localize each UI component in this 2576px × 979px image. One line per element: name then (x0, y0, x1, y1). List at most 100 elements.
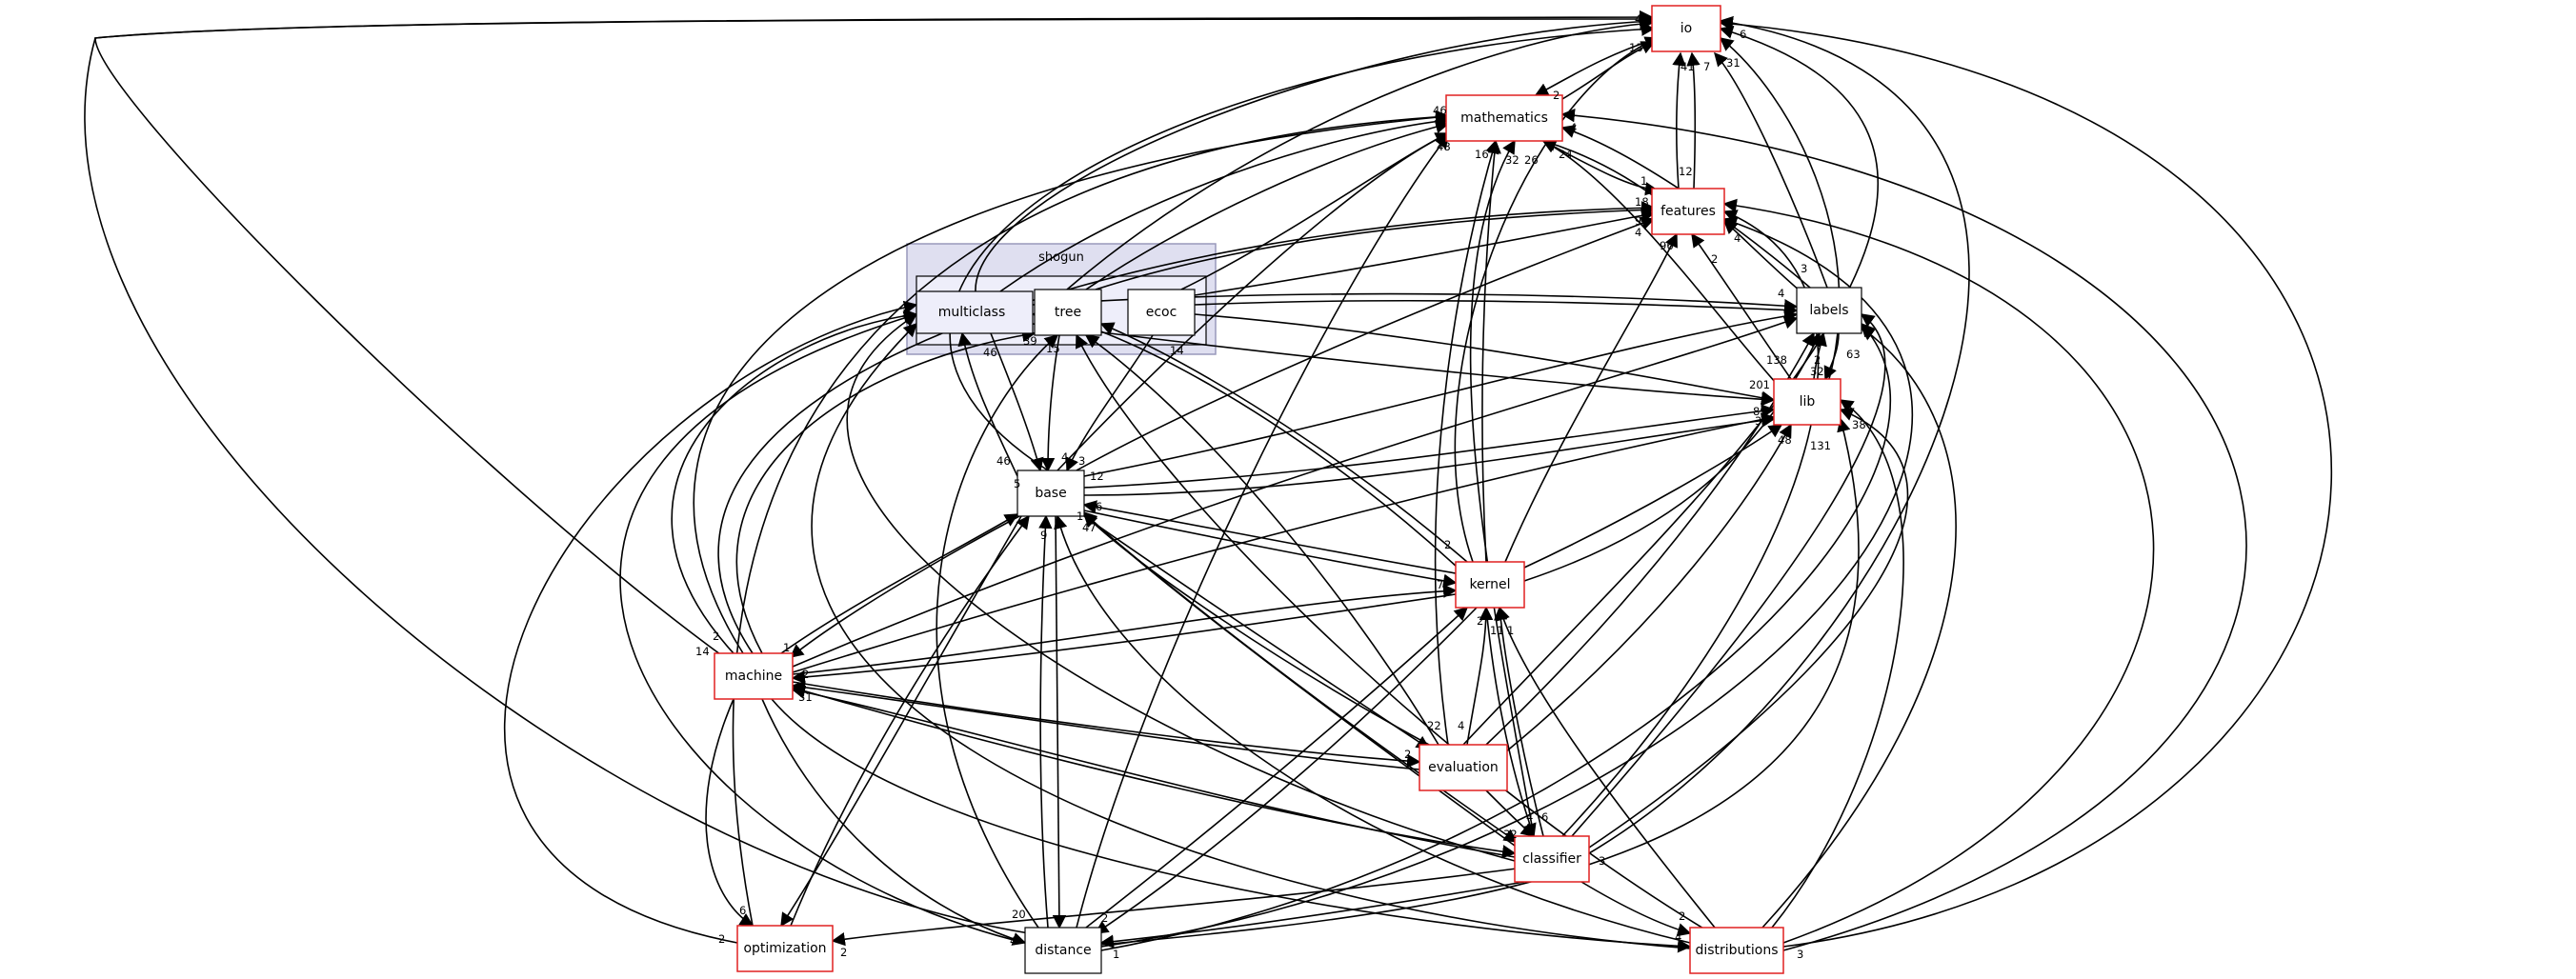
edge-count-math-4: 4 (1570, 121, 1577, 134)
edge-features-io-b (1686, 51, 1701, 190)
edge-count-kern-2: 2 (1444, 538, 1451, 551)
edge-distance-io (84, 10, 1654, 934)
node-optimization[interactable]: optimization (736, 925, 834, 972)
node-tree[interactable]: tree (1034, 289, 1102, 336)
edge-count-ecoc-14: 14 (1170, 344, 1184, 357)
edge-distance-kernel (1085, 607, 1469, 929)
edge-kernel-machine (791, 593, 1457, 685)
edge-count-dist-20: 20 (1012, 908, 1026, 921)
edge-ecoc-mathematics (1180, 132, 1450, 290)
node-base[interactable]: base (1016, 470, 1085, 517)
node-base-label: base (1035, 486, 1066, 501)
edge-evaluation-labels (1485, 331, 1815, 746)
edge-ecoc-base (1065, 334, 1154, 472)
node-distributions[interactable]: distributions (1689, 927, 1784, 974)
edge-count-base-9: 9 (1040, 529, 1047, 542)
edge-count-math-48: 48 (1437, 140, 1451, 153)
edge-kernel-tree (1099, 322, 1468, 563)
edge-multiclass-io (975, 14, 1654, 292)
edge-ecoc-lib (1194, 313, 1776, 405)
edge-count-base-6: 6 (1096, 500, 1102, 513)
edge-distance-multiclass (619, 310, 1026, 944)
edge-count-cls-32: 32 (1503, 828, 1518, 841)
edge-tree-mathematics (1085, 120, 1450, 290)
edge-base-classifier (1083, 513, 1519, 843)
node-mathematics[interactable]: mathematics (1445, 94, 1563, 142)
edge-count-lib-2: 2 (1814, 353, 1821, 367)
edge-base-lib (1083, 404, 1776, 489)
node-multiclass[interactable]: multiclass (916, 290, 1034, 334)
edge-optimization-mathematics (732, 110, 1450, 927)
node-evaluation-box (1419, 744, 1508, 791)
edge-base-lib-b (1083, 413, 1776, 496)
edge-count-lib-138: 138 (1766, 353, 1787, 367)
node-lib-box (1773, 378, 1841, 426)
edge-kernel-features (1504, 232, 1678, 563)
edge-labels-lib (1823, 332, 1840, 381)
edge-count-lib-38: 38 (1755, 414, 1769, 428)
edge-count-opt-6: 6 (739, 904, 746, 917)
node-io-label: io (1680, 21, 1692, 36)
edge-base-optimization (780, 515, 1022, 928)
node-distributions-label: distributions (1695, 943, 1778, 958)
node-ecoc[interactable]: ecoc (1127, 289, 1196, 336)
edge-machine-tree (735, 328, 1036, 654)
edge-distributions-mathematics (1560, 109, 2247, 951)
edge-count-base-4: 4 (1061, 450, 1068, 464)
edge-count-dist-1: 1 (1113, 948, 1119, 961)
edge-distance-base (1038, 514, 1053, 929)
edge-count-lib-89: 89 (1753, 405, 1767, 418)
edge-count-lib-32: 32 (1810, 365, 1824, 378)
edge-classifier-mathematics (1469, 139, 1535, 837)
node-lib-label: lib (1800, 394, 1816, 410)
node-distance-label: distance (1035, 943, 1091, 958)
node-features-label: features (1660, 204, 1716, 219)
edge-distributions-labels (1761, 327, 1957, 929)
edge-count-mach-2b: 2 (802, 668, 809, 681)
node-kernel[interactable]: kernel (1455, 561, 1525, 609)
edge-distributions-io (1719, 16, 2333, 948)
edge-count-cls-3: 3 (1599, 854, 1605, 868)
edge-count-kern-2b: 2 (1477, 614, 1483, 628)
edge-distributions-base (1054, 514, 1691, 944)
edge-kernel-base (1082, 500, 1457, 574)
node-tree-label: tree (1055, 305, 1081, 320)
edge-count-tree-15: 15 (1046, 342, 1060, 355)
edge-ecoc-labels (1194, 299, 1799, 317)
edge-machine-classifier (792, 687, 1517, 859)
edge-count-base-46: 46 (996, 454, 1011, 468)
edge-base-labels (1083, 309, 1799, 477)
edge-count-mc-39: 39 (1023, 334, 1037, 348)
edge-machine-evaluation (792, 681, 1421, 769)
node-base-box (1016, 470, 1085, 517)
edge-count-mach-14: 14 (695, 645, 710, 658)
node-distance[interactable]: distance (1024, 927, 1102, 974)
edge-evaluation-kernel (1466, 606, 1494, 746)
node-lib[interactable]: lib (1773, 378, 1841, 426)
edge-count-lib-48: 48 (1778, 433, 1792, 447)
edge-count-io-41: 41 (1680, 60, 1695, 73)
edge-machine-labels (792, 315, 1799, 668)
edge-evaluation-machine (791, 680, 1420, 770)
node-machine[interactable]: machine (714, 652, 794, 700)
edge-kernel-io (1454, 36, 1660, 563)
node-classifier[interactable]: classifier (1514, 835, 1590, 883)
edge-optimization-base (790, 514, 1030, 927)
edge-count-dist-4: 4 (1010, 934, 1016, 948)
edge-distributions-kernel (1497, 606, 1716, 929)
edge-kernel-classifier (1485, 607, 1537, 838)
edge-count-math-16: 16 (1475, 148, 1489, 161)
node-labels[interactable]: labels (1796, 287, 1862, 334)
edge-count-mach-2: 2 (713, 629, 719, 643)
edge-count-base-12: 12 (1090, 470, 1104, 483)
edge-base-machine (789, 515, 1020, 658)
edge-machine-distributions (771, 698, 1692, 953)
edge-lib-features (1691, 232, 1792, 380)
node-features[interactable]: features (1651, 188, 1725, 235)
node-evaluation[interactable]: evaluation (1419, 744, 1508, 791)
node-distance-box (1024, 927, 1102, 974)
node-io[interactable]: io (1651, 5, 1721, 52)
edge-evaluation-mathematics (1434, 139, 1499, 746)
node-distributions-box (1689, 927, 1784, 974)
edge-tree-base (1040, 334, 1060, 472)
